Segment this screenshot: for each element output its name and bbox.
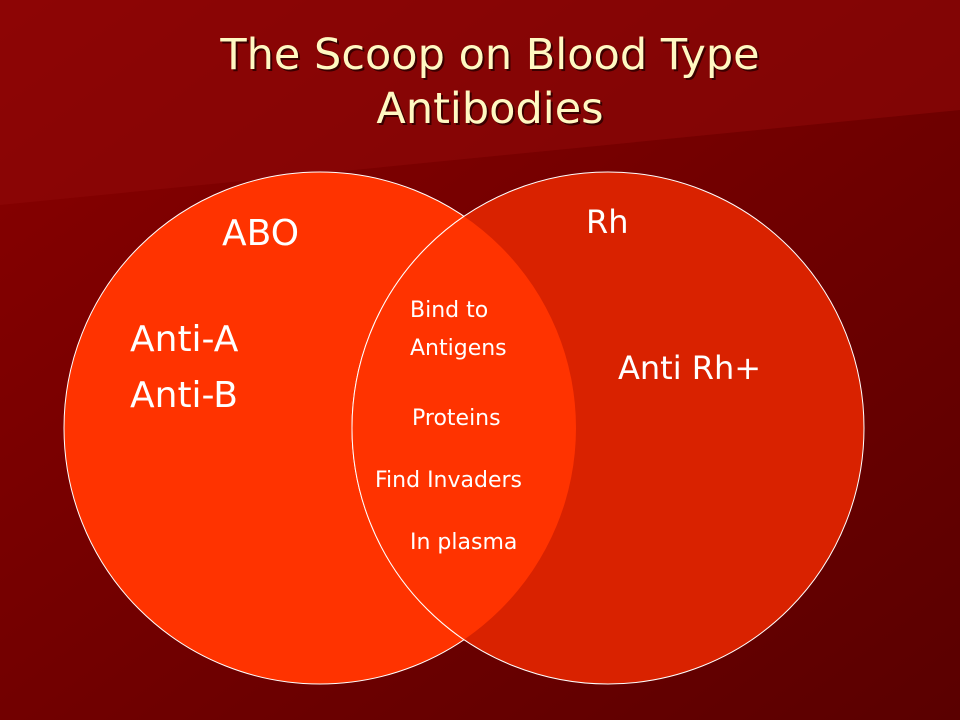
overlap-outline xyxy=(351,172,576,684)
anti-b-text: Anti-B xyxy=(130,375,238,416)
anti-rh-text: Anti Rh+ xyxy=(618,349,762,387)
bind-to-text: Bind to xyxy=(410,298,489,323)
anti-a-text: Anti-A xyxy=(130,319,239,360)
slide-title: The Scoop on Blood Type Antibodies xyxy=(220,30,760,134)
abo-label: ABO xyxy=(222,213,300,254)
proteins-text: Proteins xyxy=(412,406,501,431)
overlap-region xyxy=(352,172,576,684)
in-plasma-text: In plasma xyxy=(410,530,518,555)
find-invaders-text: Find Invaders xyxy=(375,468,523,493)
background-band xyxy=(0,0,960,205)
antigens-text: Antigens xyxy=(410,336,507,361)
rh-label: Rh xyxy=(586,203,629,241)
